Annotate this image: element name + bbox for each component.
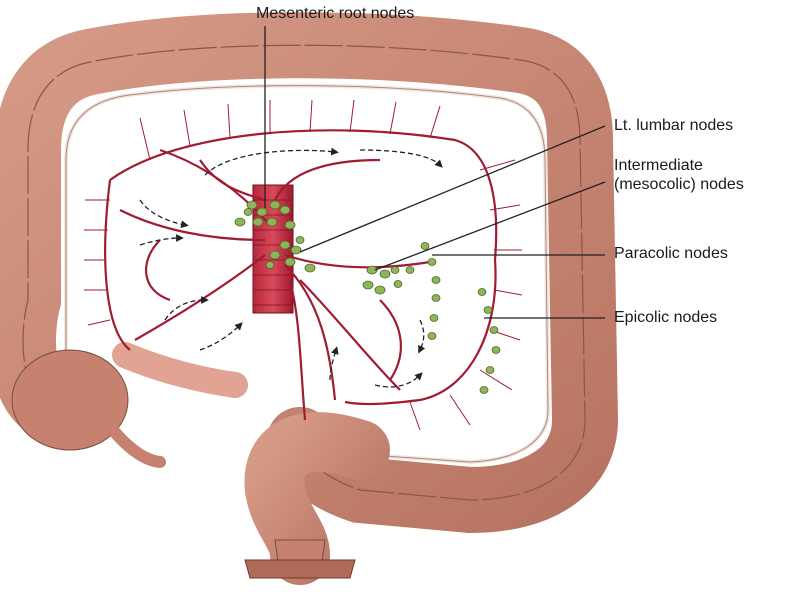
lymph-nodes — [234, 200, 501, 394]
leader-intermediate — [374, 181, 606, 271]
appendix — [99, 414, 166, 468]
label-intermediate-line2: (mesocolic) nodes — [614, 176, 744, 193]
colon — [0, 12, 619, 585]
taenia-outline — [65, 85, 549, 463]
label-epicolic-nodes: Epicolic nodes — [614, 309, 718, 326]
label-intermediate-line1: Intermediate — [614, 157, 703, 174]
taenia-line — [64, 83, 551, 465]
anal-canal-cut — [244, 559, 356, 579]
haustra-marks — [22, 44, 586, 501]
terminal-ileum — [112, 342, 248, 398]
label-mesenteric-root-nodes: Mesenteric root nodes — [256, 5, 415, 22]
aorta-ridges — [253, 199, 293, 306]
vasa-recta — [84, 99, 523, 431]
cecum — [11, 349, 129, 451]
leader-lt-lumbar — [299, 125, 606, 253]
sigmoid-colon — [244, 412, 390, 585]
leader-lines — [264, 26, 606, 319]
label-paracolic-nodes: Paracolic nodes — [614, 245, 728, 262]
lymph-flow-arrows — [139, 147, 443, 388]
label-lt-lumbar-nodes: Lt. lumbar nodes — [614, 117, 734, 134]
label-intermediate-nodes: Intermediate (mesocolic) nodes — [614, 156, 744, 194]
